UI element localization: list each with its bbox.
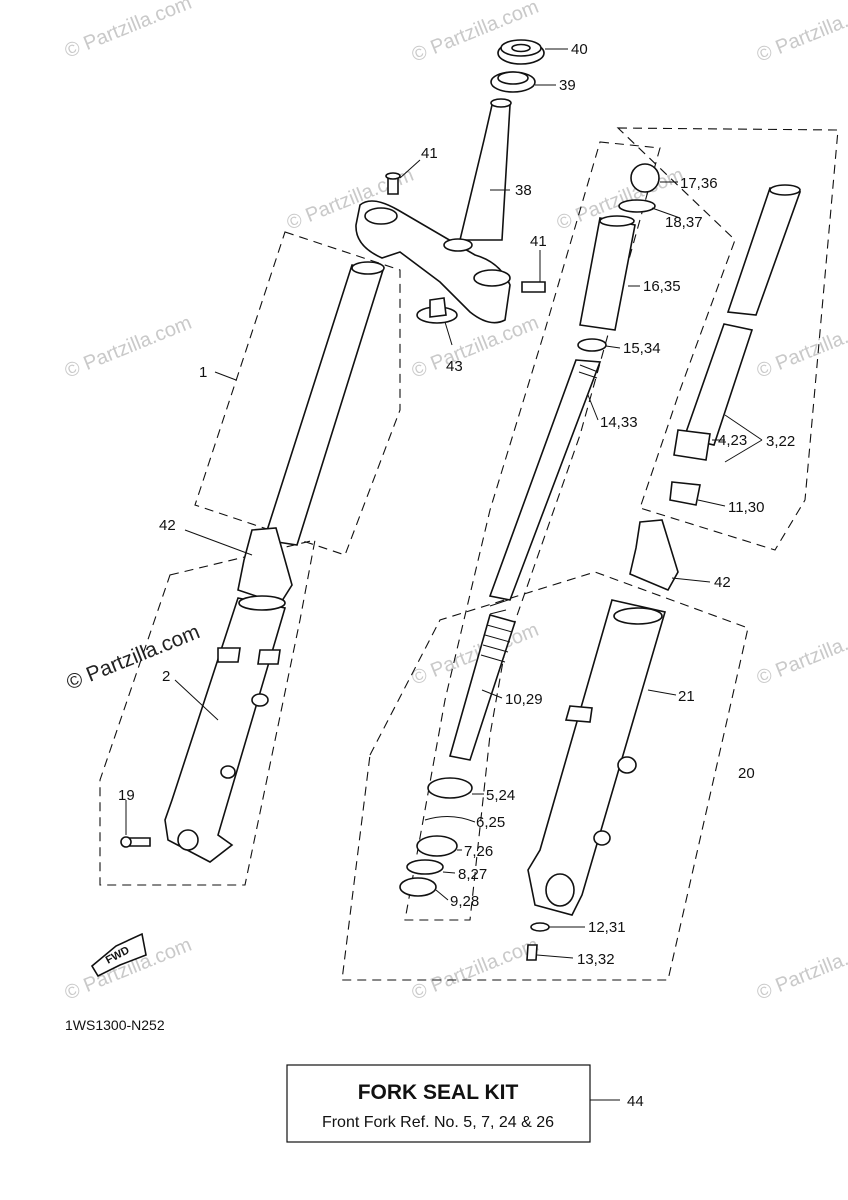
leader-lines (125, 48, 763, 1101)
callout-7-26: 7,26 (464, 843, 493, 860)
callout-21: 21 (678, 688, 695, 705)
piston-metal (673, 429, 711, 461)
callout-15-34: 15,34 (623, 340, 661, 357)
kit-title: FORK SEAL KIT (358, 1081, 519, 1104)
left-fork (120, 261, 385, 863)
steering-assembly (355, 39, 546, 324)
outline-right-tube-group (616, 127, 839, 551)
callout-8-27: 8,27 (458, 866, 487, 883)
watermark: © Partzilla.com (754, 934, 848, 1005)
callout-19: 19 (118, 787, 135, 804)
watermark: © Partzilla.com (754, 0, 848, 67)
callout-6-25: 6,25 (476, 814, 505, 831)
gasket (530, 922, 550, 932)
kit-subtitle: Front Fork Ref. No. 5, 7, 24 & 26 (322, 1114, 554, 1131)
callout-labels: 40 39 41 38 41 43 1 42 2 19 17,36 18,37 … (118, 41, 795, 1110)
fork-spring (488, 359, 602, 601)
callout-18-37: 18,37 (665, 214, 703, 231)
spacer-pipe (579, 217, 636, 331)
right-fork (526, 599, 667, 961)
callout-9-28: 9,28 (450, 893, 479, 910)
dust-seal (416, 835, 458, 857)
outline-left-fork (99, 539, 316, 886)
callout-10-29: 10,29 (505, 691, 543, 708)
outline-right-fork (341, 571, 749, 981)
callout-20: 20 (738, 765, 755, 782)
callout-41-upper: 41 (421, 145, 438, 162)
watermark: © Partzilla.com (63, 620, 203, 694)
outer-tube-right (527, 599, 667, 916)
right-tube-group (629, 184, 802, 592)
callout-2: 2 (162, 668, 170, 685)
callout-14-33: 14,33 (600, 414, 638, 431)
outer-tube-left (164, 597, 287, 863)
spring-seat (577, 338, 607, 352)
callout-42-left: 42 (159, 517, 176, 534)
diagram-reference: 1WS1300-N252 (65, 1017, 165, 1033)
damper-rod (448, 614, 517, 761)
callout-38: 38 (515, 182, 532, 199)
inner-tube-right (726, 187, 802, 316)
circlip (424, 816, 476, 823)
callout-12-31: 12,31 (588, 919, 626, 936)
callout-16-35: 16,35 (643, 278, 681, 295)
fork-cover-right (629, 519, 679, 592)
outline-inner-tube-1 (194, 231, 401, 556)
callout-43: 43 (446, 358, 463, 375)
bushing-right (669, 481, 701, 506)
callout-40: 40 (571, 41, 588, 58)
callout-42-right: 42 (714, 574, 731, 591)
watermark: © Partzilla.com (754, 619, 848, 690)
cap-bolt (630, 163, 660, 193)
inner-tube-lower-right (682, 323, 754, 446)
fork-seal-kit-box: FORK SEAL KIT Front Fork Ref. No. 5, 7, … (286, 1064, 591, 1143)
callout-44: 44 (627, 1093, 644, 1110)
washer (406, 859, 444, 875)
outline-right-internals (404, 141, 661, 921)
callout-4-23: 4,23 (718, 432, 747, 449)
callout-5-24: 5,24 (486, 787, 515, 804)
callout-41-side: 41 (530, 233, 547, 250)
group-outlines (99, 127, 839, 981)
callout-13-32: 13,32 (577, 951, 615, 968)
steering-stem (458, 104, 511, 241)
callout-1: 1 (199, 364, 207, 381)
watermark: © Partzilla.com (62, 0, 195, 63)
kit-frame (286, 1064, 591, 1143)
oil-seal (427, 777, 473, 799)
slide-bushing (399, 877, 437, 897)
watermark: © Partzilla.com (62, 312, 195, 383)
bolt-bottom (526, 944, 538, 961)
callout-11-30: 11,30 (728, 499, 764, 516)
watermark: © Partzilla.com (754, 312, 848, 383)
right-internals (399, 163, 660, 897)
callout-39: 39 (559, 77, 576, 94)
bolt-side (521, 281, 546, 293)
o-ring (618, 199, 656, 213)
callout-17-36: 17,36 (680, 175, 718, 192)
fwd-arrow-icon: FWD (90, 932, 147, 978)
watermark: © Partzilla.com (409, 934, 542, 1005)
under-bracket (355, 200, 511, 324)
callout-3-22: 3,22 (766, 433, 795, 450)
